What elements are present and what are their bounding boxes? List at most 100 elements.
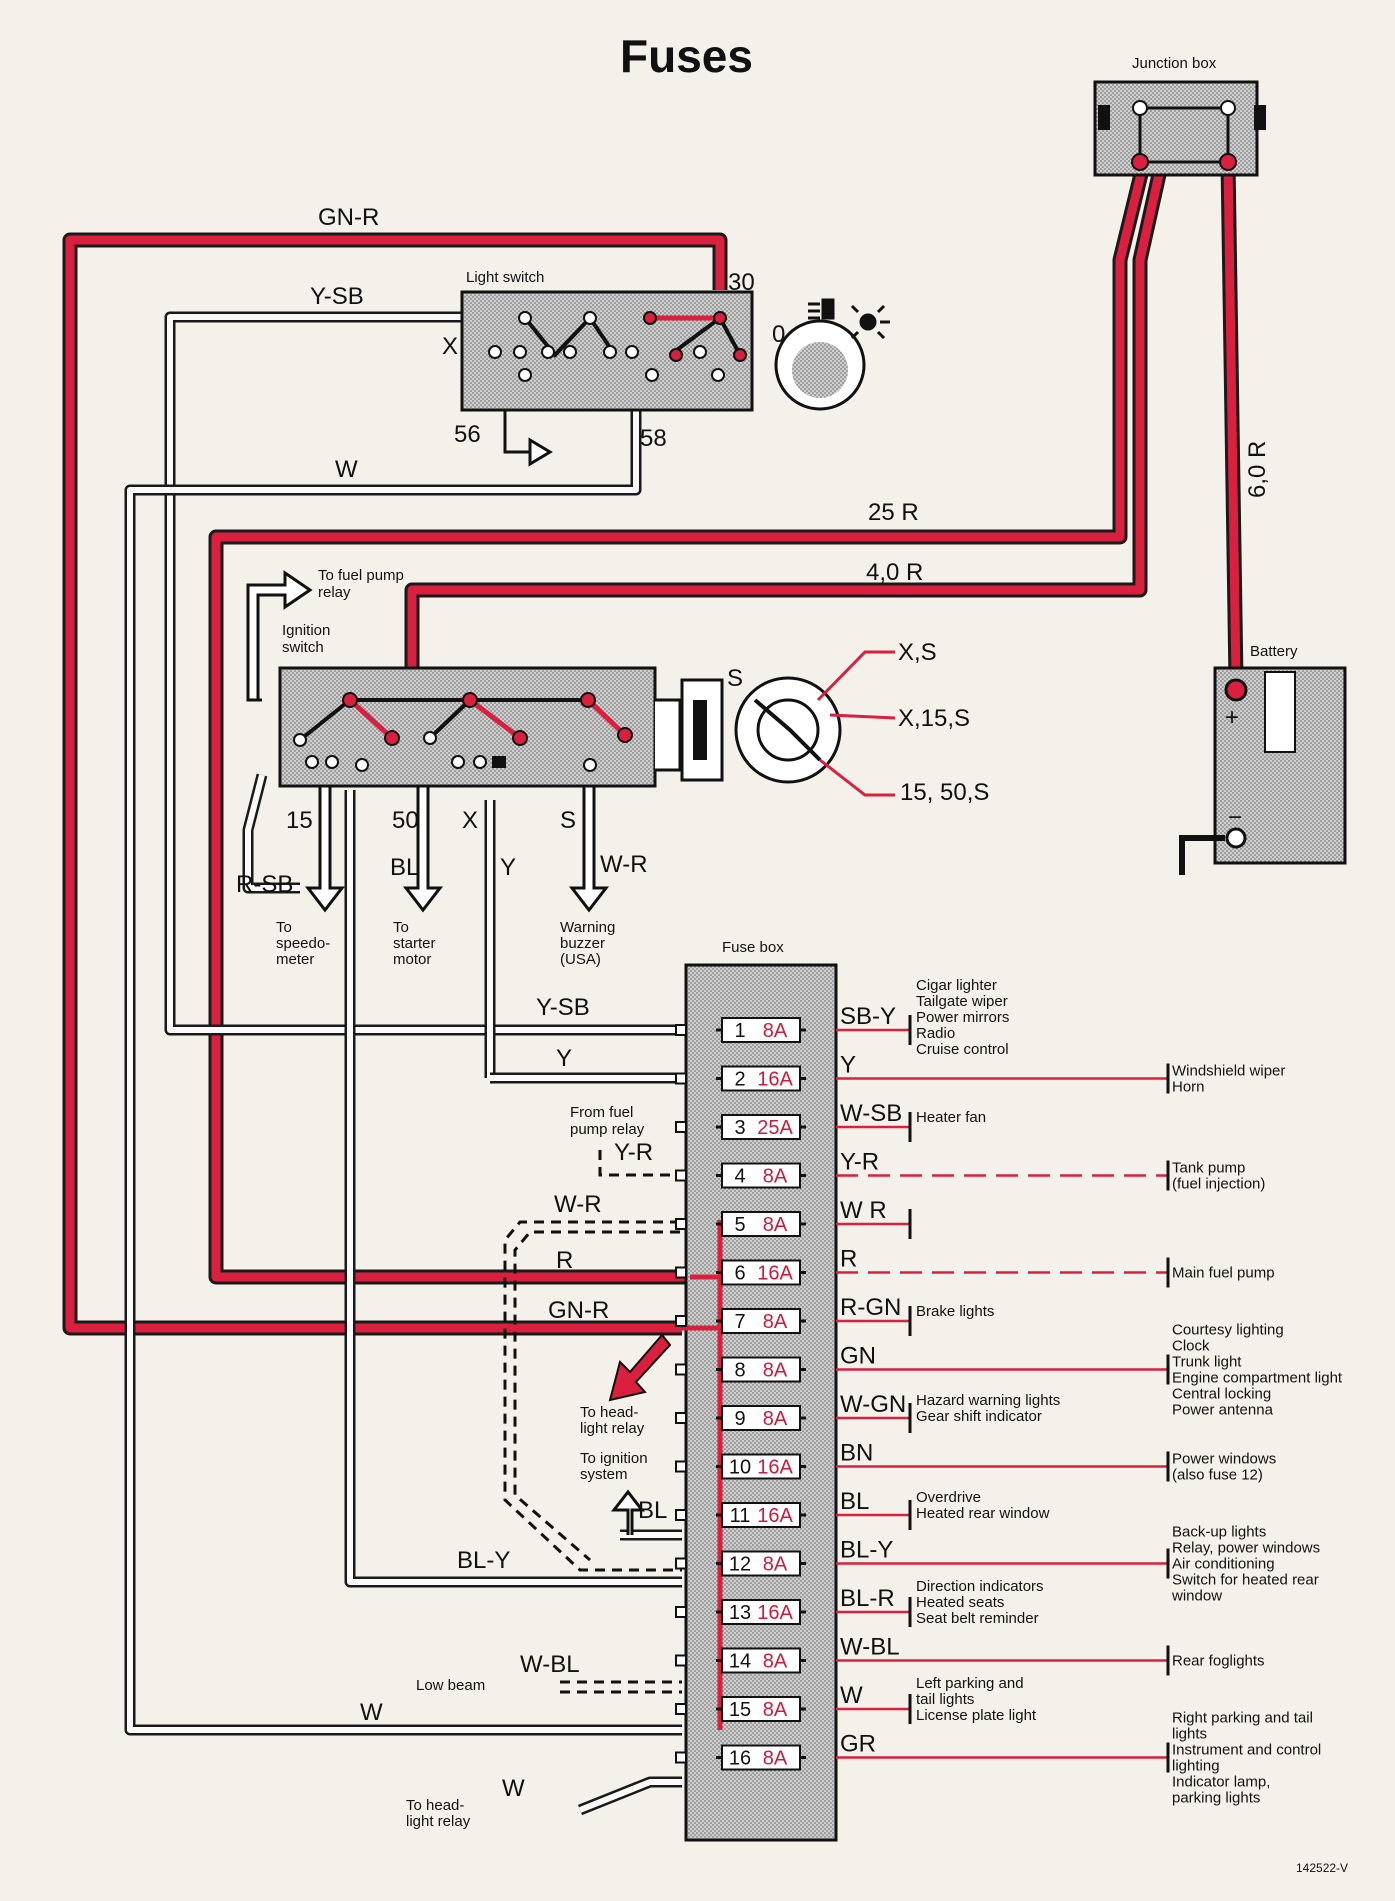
- fuse-consumer-far: Relay, power windows: [1172, 1540, 1320, 1557]
- fuse-consumer-near: Gear shift indicator: [916, 1408, 1042, 1425]
- fuse-connector: [675, 1412, 687, 1424]
- fuse-rating: 8A: [763, 1699, 788, 1721]
- fuse-connector: [675, 1363, 687, 1376]
- fuse-consumer-far: Tank pump: [1172, 1160, 1245, 1177]
- fuse-consumer-far: Main fuel pump: [1172, 1265, 1275, 1282]
- fuse-consumer-far: Trunk light: [1172, 1354, 1242, 1371]
- wire-label-4-0-r: 4,0 R: [866, 559, 923, 586]
- fuse-connector: [675, 1460, 687, 1473]
- fuse-consumer-near: Heated rear window: [916, 1505, 1050, 1522]
- fuse-consumer-near: Radio: [916, 1025, 955, 1042]
- light-switch: Light switch 30 X 56 58 0: [442, 269, 890, 467]
- fuse-wire-color: BL-Y: [840, 1537, 893, 1564]
- dest-headlight-relay-2a: To head-: [406, 1797, 464, 1814]
- ignition-switch-label-line2: switch: [282, 639, 324, 656]
- key-position-15-50-s: 15, 50,S: [900, 779, 989, 806]
- fuse-wire-color: W: [840, 1682, 863, 1709]
- wire-label-bl: BL: [390, 854, 419, 881]
- page-title: Fuses: [620, 30, 753, 82]
- fuse-rating: 8A: [763, 1748, 788, 1770]
- fuse-consumer-far: Rear foglights: [1172, 1653, 1265, 1670]
- fuse-consumer-far: parking lights: [1172, 1790, 1260, 1807]
- fuse-connector: [675, 1072, 687, 1085]
- fuse-connector: [675, 1218, 687, 1230]
- fuse-rating: 16A: [757, 1602, 793, 1624]
- fuse-connector: [675, 1315, 687, 1327]
- ignition-terminal-x: X: [462, 807, 478, 834]
- fuse-wire-color: GR: [840, 1731, 876, 1758]
- fuse-wire-color: BL: [840, 1488, 869, 1515]
- dest-fuel-pump-relay-2: relay: [318, 584, 351, 601]
- wire-label-y-sb-top: Y-SB: [310, 283, 364, 310]
- dest-starter-motor-2: starter: [393, 935, 436, 952]
- fuse-number: 11: [730, 1505, 751, 1527]
- junction-box: Junction box: [1093, 55, 1266, 177]
- fuse-rating: 8A: [763, 1020, 788, 1042]
- light-switch-position-0: 0: [772, 321, 785, 348]
- fuse-consumer-near: Overdrive: [916, 1489, 981, 1506]
- fuse-consumer-far: Right parking and tail: [1172, 1710, 1313, 1727]
- ignition-switch-label-line1: Ignition: [282, 622, 330, 639]
- fuse-connector: [675, 1509, 687, 1521]
- dest-speedometer-3: meter: [276, 951, 314, 968]
- dest-headlight-relay-1b: light relay: [580, 1420, 645, 1437]
- fuse-rating: 8A: [763, 1651, 788, 1673]
- fuse-rating: 8A: [763, 1554, 788, 1576]
- fuse-consumer-near: Power mirrors: [916, 1009, 1009, 1026]
- fuse-consumer-far: Clock: [1172, 1338, 1210, 1355]
- fuel-pump-relay-arrow: [246, 570, 313, 702]
- fuse-wire-color: GN: [840, 1343, 876, 1370]
- fuse-consumer-far: Air conditioning: [1172, 1556, 1275, 1573]
- key-position-s: S: [727, 665, 743, 692]
- fuse-rating: 16A: [757, 1263, 793, 1285]
- dest-from-fuel-pump-relay-2: pump relay: [570, 1121, 645, 1138]
- dest-from-fuel-pump-relay-1: From fuel: [570, 1104, 633, 1121]
- dest-fuel-pump-relay-1: To fuel pump: [318, 567, 404, 584]
- fuse-connector: [675, 1266, 687, 1279]
- fuse-wire-color: SB-Y: [840, 1003, 896, 1030]
- key-position-x-15-s: X,15,S: [898, 705, 970, 732]
- fuse-number: 14: [729, 1651, 751, 1673]
- dest-warning-buzzer-2: buzzer: [560, 935, 605, 952]
- fuse-number: 15: [729, 1699, 751, 1721]
- fuse-consumer-far: Windshield wiper: [1172, 1063, 1285, 1080]
- fuse-connector: [675, 1751, 687, 1764]
- battery: + − Battery: [1179, 643, 1347, 875]
- fuse-consumer-far: lighting: [1172, 1758, 1220, 1775]
- fuse-consumer-far: Courtesy lighting: [1172, 1322, 1284, 1339]
- dest-ignition-system-1: To ignition: [580, 1450, 648, 1467]
- fuse-number: 2: [734, 1069, 745, 1091]
- fuse-number: 7: [734, 1311, 745, 1333]
- fuse-consumer-far: Power antenna: [1172, 1402, 1274, 1419]
- fuse-rating: 8A: [763, 1214, 788, 1236]
- fuse-rating: 25A: [757, 1117, 793, 1139]
- fuse-number: 5: [734, 1214, 745, 1236]
- fuse-number: 8: [734, 1360, 745, 1382]
- wire-label-r-fb: R: [556, 1247, 573, 1274]
- fuse-consumer-far: Indicator lamp,: [1172, 1774, 1270, 1791]
- wire-label-w-low: W: [360, 1699, 383, 1726]
- wire-label-bl-ign: BL: [638, 1497, 667, 1524]
- wire-label-w-bl: W-BL: [520, 1651, 580, 1678]
- fuse-connector: [675, 1654, 687, 1667]
- fuse-connector: [675, 1557, 687, 1570]
- dest-starter-motor-3: motor: [393, 951, 431, 968]
- fuse-connector: [675, 1606, 687, 1618]
- fuse-wire-color: R-GN: [840, 1294, 901, 1321]
- fuse-consumer-far: lights: [1172, 1726, 1207, 1743]
- fuse-consumer-near: Left parking and: [916, 1675, 1024, 1692]
- wire-label-w-bottom: W: [502, 1775, 525, 1802]
- fuse-connector: [675, 1121, 687, 1133]
- fuse-consumer-near: Direction indicators: [916, 1578, 1044, 1595]
- fuse-wire-color: Y: [840, 1052, 856, 1079]
- dashed-wires: [503, 1150, 682, 1694]
- destination-labels: To fuel pump relay To speedo- meter To s…: [276, 567, 648, 1830]
- fuse-consumer-near: Cruise control: [916, 1041, 1009, 1058]
